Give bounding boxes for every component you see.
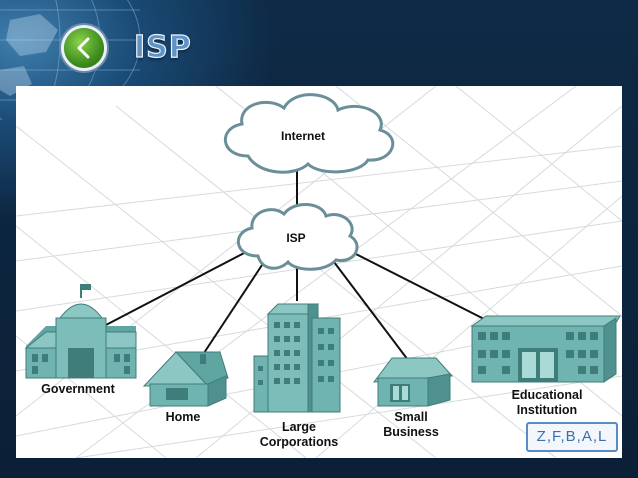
link-isp-educational <box>347 249 487 321</box>
network-diagram <box>16 86 622 458</box>
large-corporations-label-line2: Corporations <box>259 435 339 449</box>
connection-lines <box>103 166 487 361</box>
isp-label: ISP <box>286 231 306 245</box>
small-business-building-icon <box>372 357 454 407</box>
corporation-building-icon <box>253 303 341 413</box>
link-isp-home <box>201 261 265 357</box>
small-business-label: Small Business <box>376 410 446 440</box>
small-business-label-line1: Small <box>394 410 428 424</box>
government-label: Government <box>41 382 115 396</box>
large-corporations-label-line1: Large <box>281 420 317 434</box>
educational-label-line2: Institution <box>516 403 578 417</box>
small-business-label-line2: Business <box>383 425 439 439</box>
link-isp-government <box>103 250 249 327</box>
educational-building-icon <box>470 315 621 383</box>
educational-institution-label: Educational Institution <box>502 388 592 418</box>
educational-label-line1: Educational <box>511 388 583 402</box>
link-isp-small-business <box>333 261 409 361</box>
home-building-icon <box>142 351 229 407</box>
chevron-left-icon <box>77 37 90 59</box>
internet-cloud <box>223 93 395 174</box>
diagram-panel: Internet ISP Government Home Large Corpo… <box>16 86 622 458</box>
page-title: ISP <box>133 29 192 65</box>
government-building-icon <box>24 284 137 379</box>
internet-label: Internet <box>280 129 325 143</box>
home-label: Home <box>165 410 201 424</box>
isp-cloud <box>236 203 359 271</box>
author-badge: Z,F,B,A,L <box>526 422 618 452</box>
back-button[interactable] <box>64 28 104 68</box>
large-corporations-label: Large Corporations <box>254 420 344 450</box>
